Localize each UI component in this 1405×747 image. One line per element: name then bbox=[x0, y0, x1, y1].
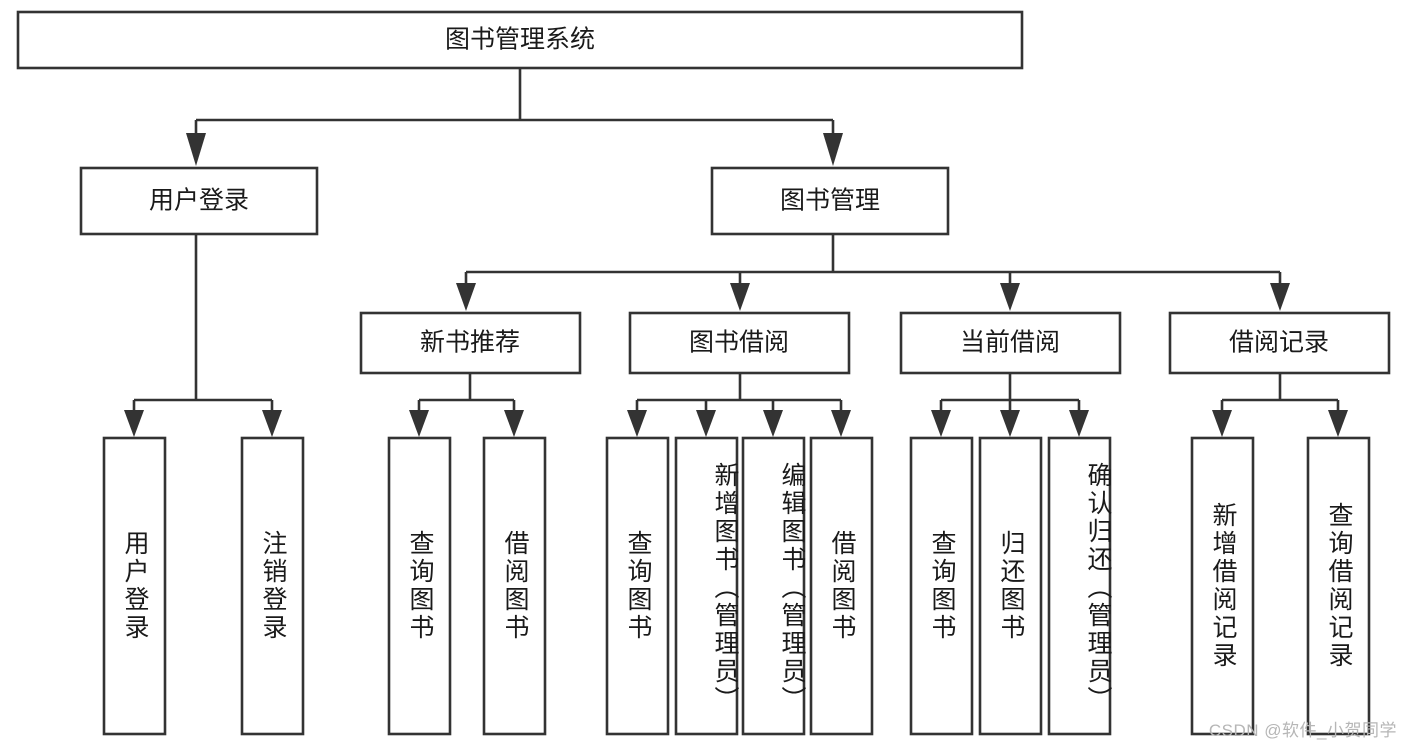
node-leaf-user-login[interactable] bbox=[102, 436, 167, 736]
node-leaf-query-book-2[interactable] bbox=[605, 436, 670, 736]
arrowhead-leaf-query-record bbox=[1328, 410, 1348, 437]
node-leaf-query-record[interactable] bbox=[1306, 436, 1371, 736]
node-book-manage[interactable] bbox=[710, 166, 950, 236]
node-leaf-query-book-1[interactable] bbox=[387, 436, 452, 736]
arrowhead-leaf-confirm-return bbox=[1069, 410, 1089, 437]
node-leaf-edit-book[interactable] bbox=[741, 436, 806, 736]
arrowhead-leaf-borrow-book-1 bbox=[504, 410, 524, 437]
arrowhead-leaf-user-login bbox=[124, 410, 144, 437]
node-leaf-add-book[interactable] bbox=[674, 436, 739, 736]
node-leaf-confirm-return[interactable] bbox=[1047, 436, 1112, 736]
csdn-watermark: CSDN @软件_小贺同学 bbox=[1208, 721, 1397, 740]
node-current-borrow[interactable] bbox=[899, 311, 1122, 375]
label-new-book-recommend: 新书推荐 bbox=[420, 329, 520, 357]
node-leaf-add-record[interactable] bbox=[1190, 436, 1255, 736]
label-user-login: 用户登录 bbox=[149, 187, 249, 215]
node-leaf-query-book-3[interactable] bbox=[909, 436, 974, 736]
arrowhead-leaf-edit-book bbox=[763, 410, 783, 437]
arrowhead-leaf-borrow-book-2 bbox=[831, 410, 851, 437]
arrowhead-book-borrow bbox=[730, 283, 750, 311]
arrowhead-borrow-record bbox=[1270, 283, 1290, 311]
horizontal-label-group: 图书管理系统 用户登录 图书管理 新书推荐 图书借阅 当前借阅 借阅记录 bbox=[149, 26, 1329, 357]
arrowhead-book-manage bbox=[823, 133, 843, 166]
arrowhead-current-borrow bbox=[1000, 283, 1020, 311]
arrowhead-leaf-user-logout bbox=[262, 410, 282, 437]
arrowhead-leaf-query-book-1 bbox=[409, 410, 429, 437]
arrowhead-leaf-query-book-3 bbox=[931, 410, 951, 437]
node-book-borrow[interactable] bbox=[628, 311, 851, 375]
node-root[interactable] bbox=[16, 10, 1024, 70]
node-leaf-return-book[interactable] bbox=[978, 436, 1043, 736]
arrowhead-leaf-add-book bbox=[696, 410, 716, 437]
label-borrow-record: 借阅记录 bbox=[1229, 329, 1329, 357]
node-new-book-recommend[interactable] bbox=[359, 311, 582, 375]
label-book-manage: 图书管理 bbox=[780, 187, 880, 215]
arrowhead-user-login bbox=[186, 133, 206, 166]
node-borrow-record[interactable] bbox=[1168, 311, 1391, 375]
arrowhead-new-book-recommend bbox=[456, 283, 476, 311]
label-book-borrow: 图书借阅 bbox=[689, 329, 789, 357]
node-leaf-user-logout[interactable] bbox=[240, 436, 305, 736]
node-leaf-borrow-book-1[interactable] bbox=[482, 436, 547, 736]
node-user-login[interactable] bbox=[79, 166, 319, 236]
arrowhead-leaf-query-book-2 bbox=[627, 410, 647, 437]
label-current-borrow: 当前借阅 bbox=[960, 329, 1060, 357]
node-box-group bbox=[16, 10, 1391, 736]
label-root: 图书管理系统 bbox=[445, 26, 595, 54]
arrowhead-leaf-add-record bbox=[1212, 410, 1232, 437]
arrowhead-leaf-return-book bbox=[1000, 410, 1020, 437]
connector-group bbox=[124, 68, 1348, 437]
node-leaf-borrow-book-2[interactable] bbox=[809, 436, 874, 736]
